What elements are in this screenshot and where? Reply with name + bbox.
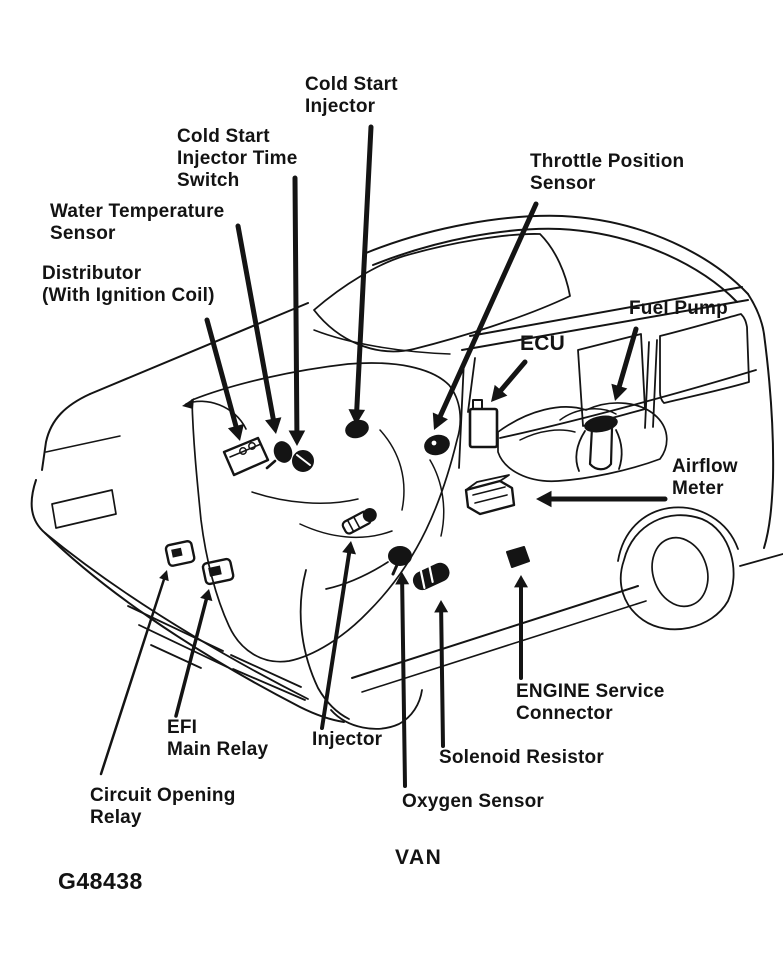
throttle-position-sensor-drawing — [424, 434, 450, 456]
label-line: Throttle Position — [530, 151, 685, 172]
leader-arrowhead-distributor — [227, 423, 244, 441]
leader-line-throttle-position-sensor — [437, 201, 539, 421]
leader-arrowhead-water-temperature-sensor — [265, 417, 282, 434]
label-line: Distributor — [42, 263, 142, 284]
label-line: Fuel Pump — [629, 298, 728, 319]
label-line: Cold Start — [177, 126, 270, 147]
leader-arrowhead-airflow-meter — [536, 490, 552, 508]
label-line: Meter — [672, 478, 724, 499]
leader-arrowhead-efi-main-relay — [200, 589, 213, 602]
label-line: Connector — [516, 703, 613, 724]
label-line: Solenoid Resistor — [439, 747, 604, 768]
leader-arrowhead-solenoid-resistor — [434, 600, 449, 613]
label-line: Injector — [305, 96, 376, 117]
label-line: Main Relay — [167, 739, 269, 760]
wheels — [299, 506, 783, 730]
label-line: Switch — [177, 170, 240, 191]
label-line: (With Ignition Coil) — [42, 285, 215, 306]
solenoid-resistor-drawing — [412, 562, 450, 591]
engine-service-connector-drawing — [506, 546, 530, 568]
label-line: Water Temperature — [50, 201, 225, 222]
leader-line-fuel-pump — [616, 326, 639, 391]
van-roof — [365, 214, 775, 549]
label-distributor: Distributor(With Ignition Coil) — [42, 263, 215, 307]
leader-arrowhead-oxygen-sensor — [395, 572, 410, 585]
time-switch-drawing — [292, 450, 314, 472]
engine-area — [182, 362, 462, 663]
label-line: Injector Time — [177, 148, 298, 169]
oxygen-sensor-drawing — [388, 546, 412, 576]
fuel-tank-area — [497, 402, 668, 482]
leader-arrowhead-engine-service-connector — [514, 575, 528, 588]
label-line: ENGINE Service — [516, 681, 665, 702]
label-line: Sensor — [50, 223, 116, 244]
label-solenoid-resistor: Solenoid Resistor — [439, 747, 604, 769]
leader-line-circuit-opening-relay — [99, 576, 166, 776]
leader-arrowhead-cold-start-injector-time-switch — [288, 430, 306, 446]
leader-arrowhead-circuit-opening-relay — [159, 570, 169, 582]
leader-arrowhead-fuel-pump — [611, 383, 628, 401]
leader-line-cold-start-injector-time-switch — [292, 175, 300, 436]
leader-line-efi-main-relay — [174, 595, 209, 718]
label-line: Circuit Opening — [90, 785, 236, 806]
leader-line-oxygen-sensor — [400, 580, 407, 788]
leader-arrowhead-injector — [342, 541, 357, 555]
injector-drawing — [341, 508, 377, 535]
distributor-drawing — [222, 436, 270, 477]
efi-main-relay-drawing — [201, 557, 235, 586]
leader-arrowhead-cold-start-injector — [348, 409, 366, 425]
leader-arrows — [99, 124, 668, 788]
airflow-meter-drawing — [464, 474, 516, 516]
label-injector: Injector — [312, 729, 382, 751]
label-line: Injector — [312, 729, 383, 750]
leader-line-cold-start-injector — [354, 124, 374, 415]
label-ecu: ECU — [520, 333, 565, 355]
label-line: ECU — [520, 332, 565, 355]
label-oxygen-sensor: Oxygen Sensor — [402, 791, 544, 813]
circuit-opening-relay-drawing — [164, 540, 196, 567]
label-line: EFI — [167, 717, 198, 738]
figure-number: G48438 — [58, 868, 143, 894]
leader-line-solenoid-resistor — [439, 608, 445, 748]
label-line: Relay — [90, 807, 142, 828]
label-line: Sensor — [530, 173, 596, 194]
diagram-caption: VAN — [395, 846, 443, 869]
fuel-pump-drawing — [575, 415, 623, 472]
water-temperature-sensor-drawing — [265, 441, 293, 470]
label-fuel-pump: Fuel Pump — [629, 298, 728, 320]
windshield — [89, 233, 571, 469]
label-line: Cold Start — [305, 74, 398, 95]
leader-line-water-temperature-sensor — [235, 223, 277, 424]
ecu-drawing — [468, 399, 499, 449]
leader-line-distributor — [204, 317, 239, 431]
label-line: Oxygen Sensor — [402, 791, 544, 812]
leader-line-injector — [320, 549, 352, 730]
leader-arrowhead-throttle-position-sensor — [432, 412, 448, 430]
label-line: Airflow — [672, 456, 738, 477]
leader-arrowhead-ecu — [491, 384, 508, 402]
leader-line-ecu — [497, 359, 528, 395]
